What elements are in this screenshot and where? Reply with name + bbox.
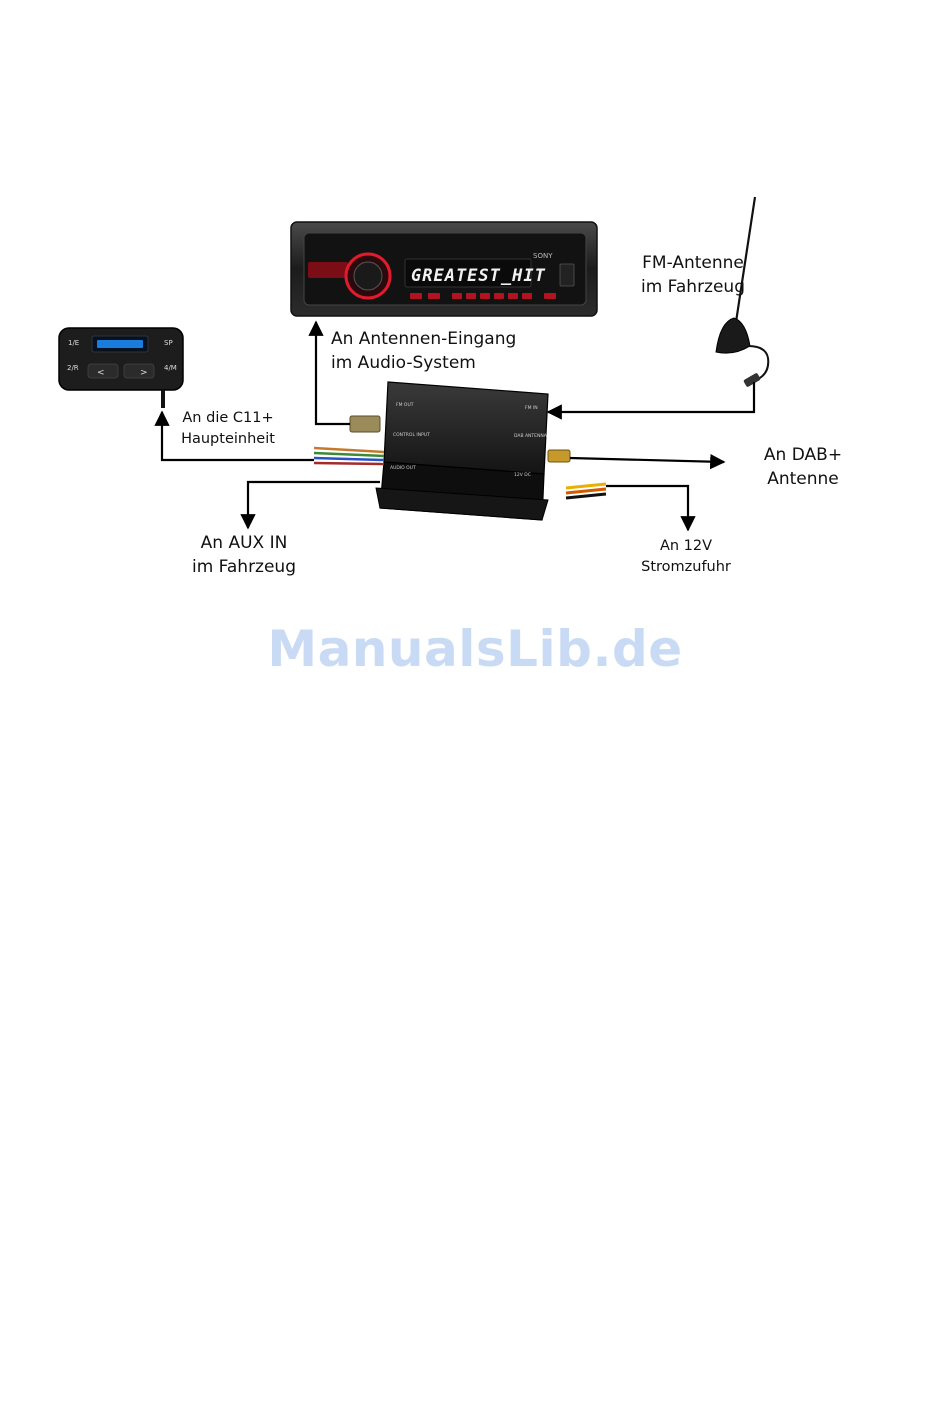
fm-out-connector xyxy=(350,416,380,432)
remote-button-1e: 1/E xyxy=(68,339,79,347)
label-power: An 12V Stromzufuhr xyxy=(628,536,744,578)
dab-interface-box: FM OUT FM IN CONTROL INPUT DAB ANTENNA A… xyxy=(314,382,606,520)
port-label-dab: DAB ANTENNA xyxy=(514,433,548,439)
port-label-12v: 12V DC xyxy=(514,472,531,478)
label-fm-antenna: FM-Antenne im Fahrzeug xyxy=(628,251,758,299)
remote-button-4m: 4/M xyxy=(164,364,177,372)
radio-brand: SONY xyxy=(533,252,553,260)
label-antenna-input: An Antennen-Eingang im Audio-System xyxy=(331,327,516,375)
label-aux-in: An AUX IN im Fahrzeug xyxy=(182,531,306,579)
remote-button-right: > xyxy=(140,368,148,378)
power-wires xyxy=(566,484,606,498)
remote-button-left: < xyxy=(97,368,105,378)
radio-red-panel xyxy=(308,262,348,278)
port-label-fm-out: FM OUT xyxy=(396,402,414,408)
dab-connector xyxy=(548,450,570,462)
radio-display-text: GREATEST_HIT xyxy=(411,266,546,286)
remote-button-sp: SP xyxy=(164,339,173,347)
port-label-audio-out: AUDIO OUT xyxy=(390,465,416,471)
control-wires xyxy=(314,448,384,464)
label-dab-antenna: An DAB+ Antenne xyxy=(752,443,854,491)
remote-button-2r: 2/R xyxy=(67,364,79,372)
remote-control: 1/E SP 2/R 4/M < > xyxy=(59,328,183,408)
car-radio: GREATEST_HIT SONY xyxy=(291,222,597,316)
port-label-fm-in: FM IN xyxy=(525,405,538,411)
label-main-unit: An die C11+ Haupteinheit xyxy=(170,408,286,450)
port-label-control: CONTROL INPUT xyxy=(393,432,430,438)
watermark: ManualsLib.de xyxy=(0,620,950,678)
